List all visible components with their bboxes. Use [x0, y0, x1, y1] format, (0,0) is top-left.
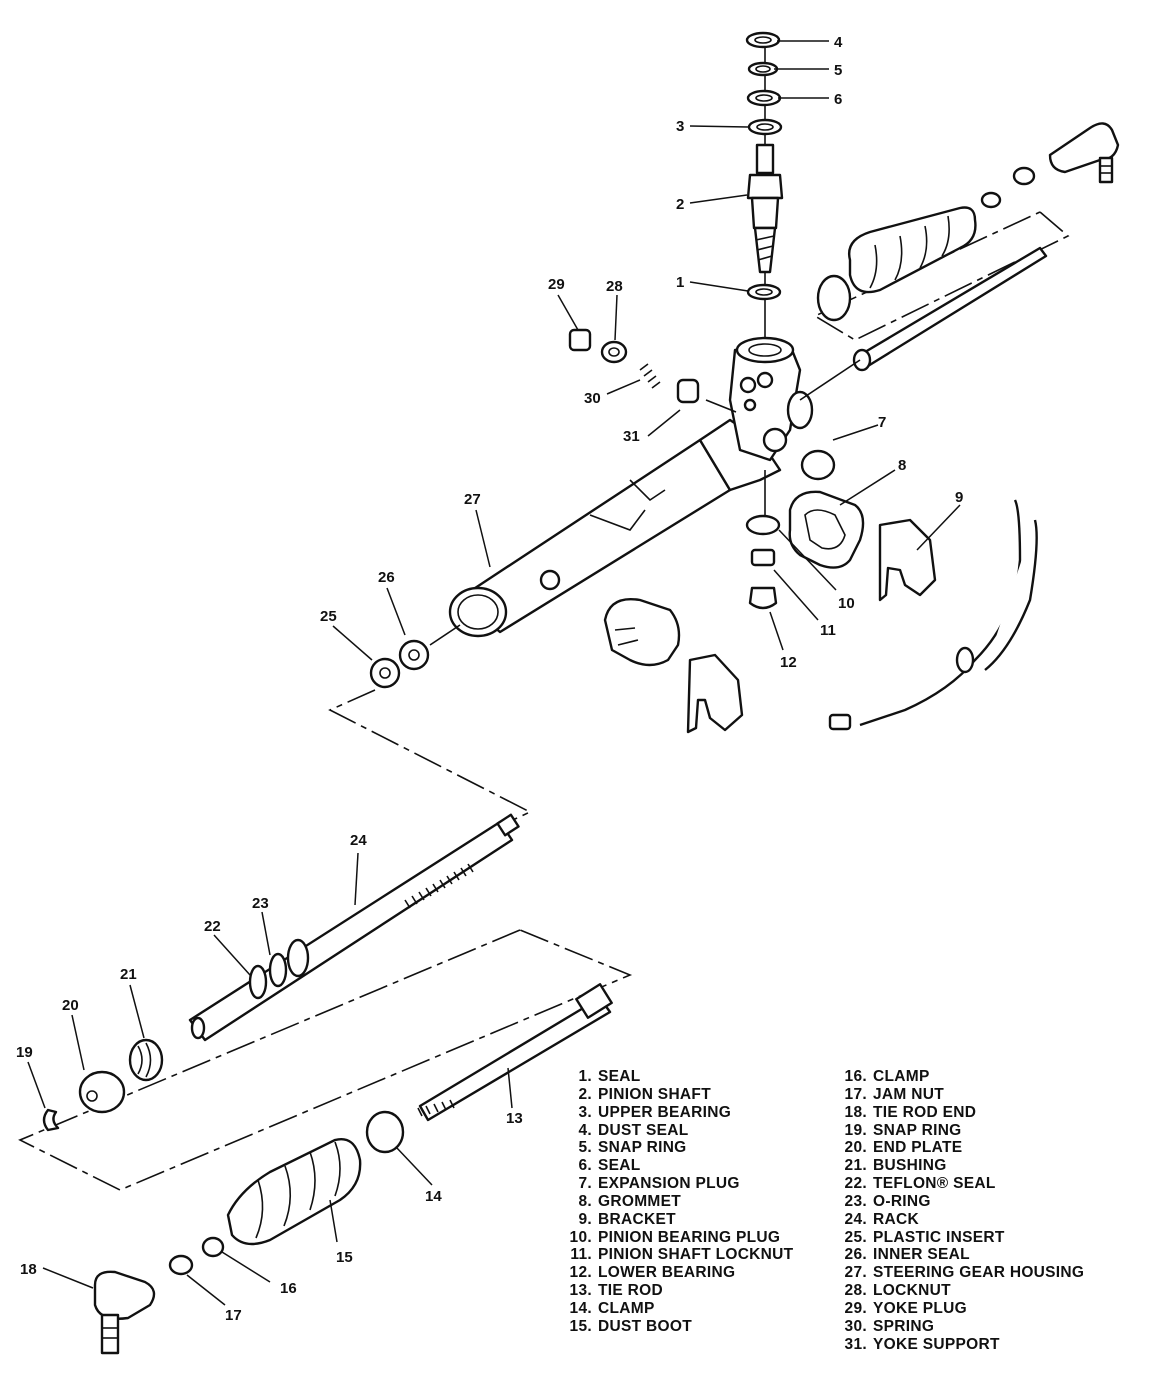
callout-30: 30	[584, 390, 601, 407]
legend-item: 11.PINION SHAFT LOCKNUT	[570, 1246, 794, 1264]
callout-1: 1	[676, 274, 684, 291]
legend-item: 4.DUST SEAL	[578, 1121, 689, 1139]
legend-item: 13.TIE ROD	[569, 1282, 663, 1300]
callout-13: 13	[506, 1110, 523, 1127]
legend-item: 26.INNER SEAL	[844, 1246, 970, 1264]
lower-tie-rod-end-assembly	[93, 1110, 405, 1355]
inner-seals	[369, 624, 461, 689]
callout-6: 6	[834, 91, 842, 108]
legend-item: 8.GROMMET	[578, 1192, 682, 1210]
callout-23: 23	[252, 895, 269, 912]
assembly-plane-lower	[18, 929, 633, 1191]
legend-item: 30.SPRING	[844, 1317, 935, 1335]
legend-item: 18.TIE ROD END	[844, 1103, 977, 1121]
legend-item: 21.BUSHING	[844, 1157, 947, 1175]
assembly-plane-middle	[328, 689, 532, 827]
legend-item: 1.SEAL	[578, 1068, 641, 1085]
lower-tie-rod	[417, 983, 613, 1122]
callout-8: 8	[898, 457, 906, 474]
callout-20: 20	[62, 997, 79, 1014]
callout-26: 26	[378, 569, 395, 586]
legend-item: 29.YOKE PLUG	[844, 1299, 967, 1317]
legend-item: 6.SEAL	[578, 1157, 641, 1175]
callout-22: 22	[204, 918, 221, 935]
legend-item: 5.SNAP RING	[578, 1139, 687, 1157]
plug-and-brackets	[603, 449, 1038, 734]
legend-item: 19.SNAP RING	[844, 1121, 962, 1139]
legend-item: 24.RACK	[844, 1210, 919, 1228]
legend-item: 14.CLAMP	[569, 1299, 655, 1317]
legend-item: 17.JAM NUT	[844, 1085, 944, 1103]
legend-item: 23.O-RING	[844, 1192, 931, 1210]
callout-5: 5	[834, 62, 842, 79]
callout-16: 16	[280, 1280, 297, 1297]
callout-9: 9	[955, 489, 963, 506]
legend-item: 10.PINION BEARING PLUG	[569, 1228, 781, 1246]
callout-31: 31	[623, 428, 640, 445]
yoke-components	[568, 328, 700, 404]
callout-18: 18	[20, 1261, 37, 1278]
legend-item: 2.PINION SHAFT	[578, 1085, 711, 1103]
legend-item: 22.TEFLON® SEAL	[844, 1175, 996, 1193]
legend-item: 27.STEERING GEAR HOUSING	[844, 1264, 1085, 1282]
legend-item: 16.CLAMP	[844, 1068, 930, 1085]
end-components	[42, 1038, 164, 1132]
legend-item: 31.YOKE SUPPORT	[844, 1335, 1000, 1353]
callout-17: 17	[225, 1307, 242, 1324]
legend-item: 15.DUST BOOT	[569, 1317, 692, 1335]
steering-gear-housing	[448, 336, 861, 638]
callout-10: 10	[838, 595, 855, 612]
callout-2: 2	[676, 196, 684, 213]
legend-item: 9.BRACKET	[578, 1210, 676, 1228]
legend-item: 7.EXPANSION PLUG	[578, 1175, 740, 1193]
callout-3: 3	[676, 118, 684, 135]
callout-7: 7	[878, 414, 886, 431]
callout-29: 29	[548, 276, 565, 293]
legend-item: 28.LOCKNUT	[844, 1282, 951, 1300]
callout-28: 28	[606, 278, 623, 295]
legend-item: 3.UPPER BEARING	[578, 1103, 732, 1121]
callout-14: 14	[425, 1188, 442, 1205]
callout-11: 11	[820, 622, 836, 639]
callout-19: 19	[16, 1044, 33, 1061]
leader-lines	[27, 40, 961, 1306]
callout-4: 4	[834, 34, 843, 51]
legend-left-column: 1.SEAL 2.PINION SHAFT 3.UPPER BEARING 4.…	[560, 1068, 794, 1336]
pinion-stack	[745, 31, 784, 340]
legend-item: 12.LOWER BEARING	[569, 1264, 736, 1282]
legend-right-column: 16.CLAMP 17.JAM NUT 18.TIE ROD END 19.SN…	[835, 1068, 1084, 1354]
rack	[188, 813, 520, 1042]
upper-right-tie-rod-assembly	[816, 122, 1120, 372]
legend-item: 25.PLASTIC INSERT	[844, 1228, 1005, 1246]
callout-21: 21	[120, 966, 137, 983]
callout-12: 12	[780, 654, 797, 671]
callout-numbers: 4 5 6 3 2 1 29 28 30 31 7 8 9 10 11 12 2…	[16, 34, 963, 1324]
callout-25: 25	[320, 608, 337, 625]
callout-24: 24	[350, 832, 367, 849]
legend-item: 20.END PLATE	[844, 1139, 963, 1157]
callout-27: 27	[464, 491, 481, 508]
callout-15: 15	[336, 1249, 353, 1266]
